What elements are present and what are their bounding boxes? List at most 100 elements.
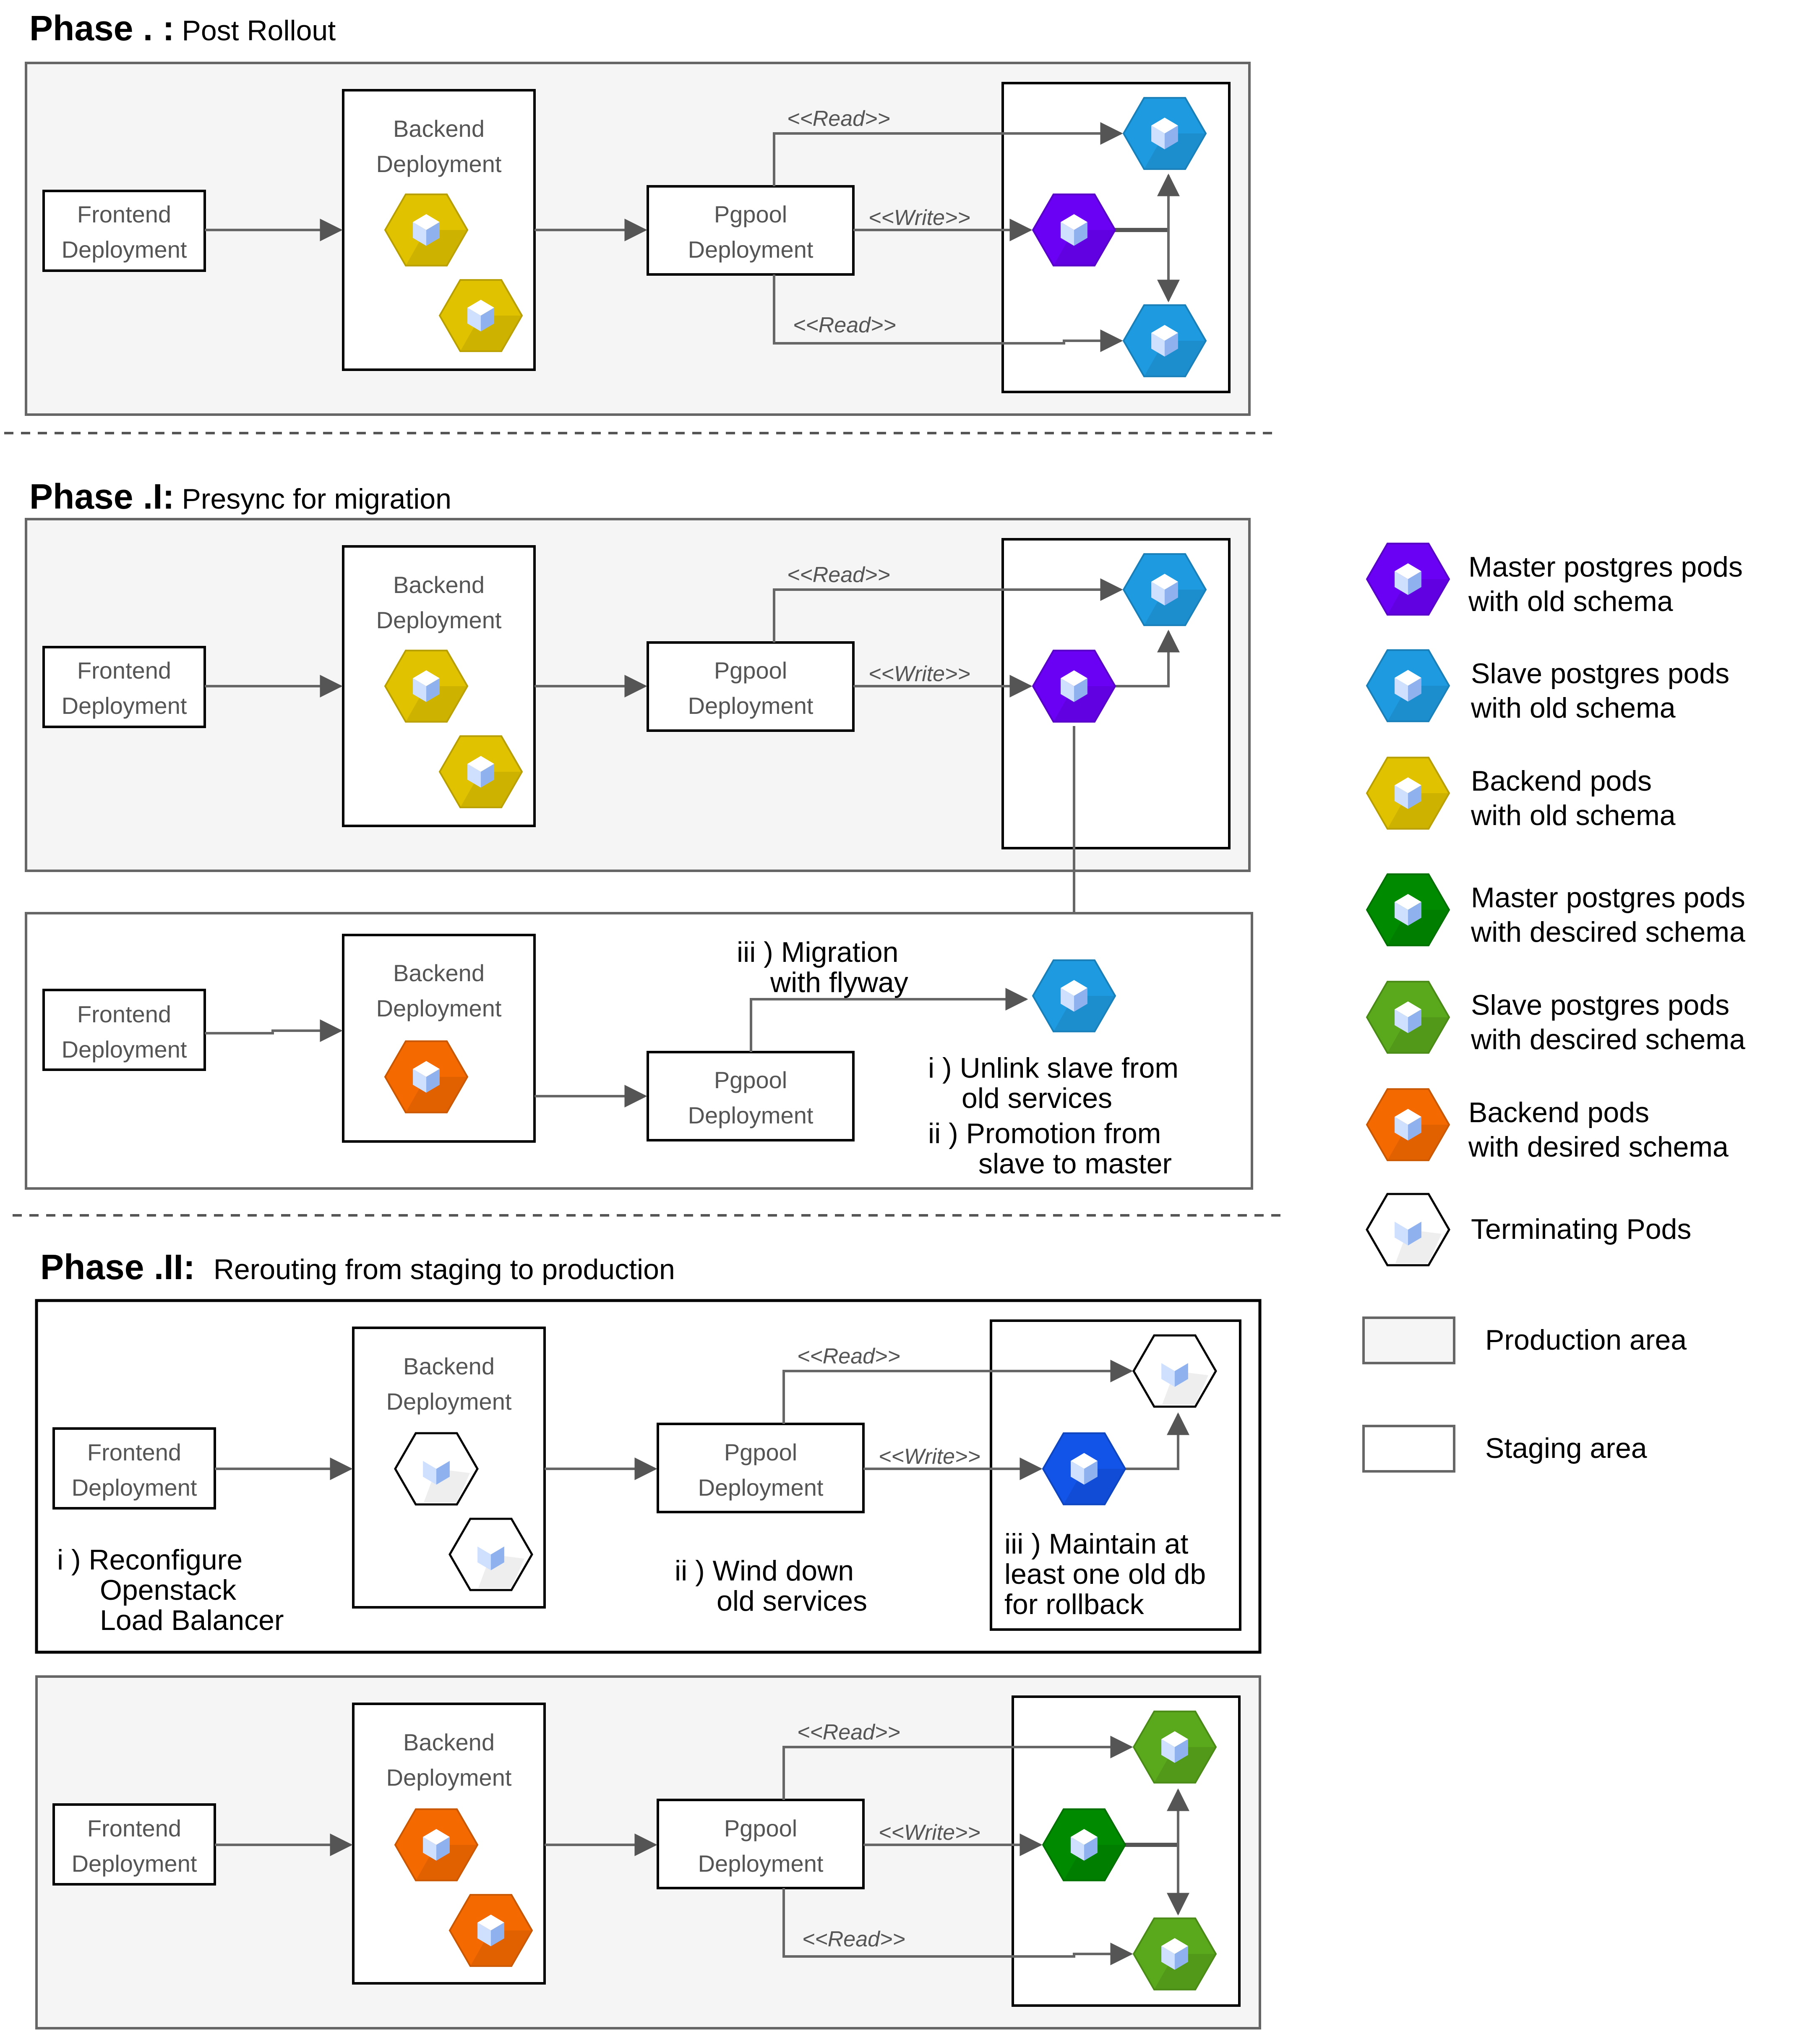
legend-slave-new-icon bbox=[1366, 981, 1450, 1054]
slave-pod-icon bbox=[1032, 959, 1116, 1032]
read-label: <<Read>> bbox=[793, 313, 896, 337]
edge-read bbox=[782, 1888, 1133, 1965]
pgpool-label: Deployment bbox=[688, 236, 814, 263]
backend-pod-icon bbox=[394, 1808, 479, 1881]
backend-pod-icon bbox=[384, 1040, 469, 1113]
backend-label: Backend bbox=[403, 1353, 495, 1379]
master-pod-icon bbox=[1042, 1432, 1126, 1505]
backend-label: Backend bbox=[403, 1729, 495, 1755]
frontend-label: Deployment bbox=[62, 236, 187, 263]
unlink-note: old services bbox=[962, 1082, 1112, 1114]
slave-pod-icon bbox=[1122, 97, 1207, 170]
frontend-label: Frontend bbox=[87, 1815, 181, 1841]
backend-pod-icon bbox=[438, 735, 523, 808]
phase-0-frontend-box bbox=[42, 190, 206, 272]
pgpool-label: Deployment bbox=[698, 1474, 824, 1501]
phase-1-staging-area bbox=[25, 912, 1253, 1190]
legend-staging-swatch bbox=[1362, 1425, 1455, 1473]
migration-note: with flyway bbox=[770, 966, 908, 998]
pgpool-label: Pgpool bbox=[714, 657, 787, 684]
promotion-note: slave to master bbox=[978, 1148, 1172, 1180]
phase-2-prod-frontend-box bbox=[52, 1803, 216, 1886]
promotion-note: ii ) Promotion from bbox=[928, 1118, 1161, 1149]
phase-2-pgpool-box bbox=[657, 1423, 865, 1513]
backend-label: Deployment bbox=[376, 607, 502, 633]
edge-read bbox=[782, 1360, 1133, 1424]
maintain-note: for rollback bbox=[1004, 1588, 1145, 1620]
edge-migration bbox=[750, 988, 1028, 1052]
phase-2: Phase .II:Rerouting from staging to prod… bbox=[35, 1247, 1262, 2029]
legend-label: Slave postgres pods bbox=[1471, 989, 1729, 1021]
legend-label: Staging area bbox=[1485, 1432, 1647, 1464]
pgpool-label: Deployment bbox=[688, 1102, 814, 1128]
edge-read bbox=[773, 274, 1123, 352]
pgpool-label: Deployment bbox=[698, 1850, 824, 1877]
write-label: <<Write>> bbox=[868, 206, 970, 230]
legend-backend-new-icon bbox=[1366, 1088, 1450, 1161]
phase-2-heading: Phase .II:Rerouting from staging to prod… bbox=[40, 1247, 675, 1287]
backend-label: Deployment bbox=[376, 151, 502, 177]
legend: Master postgres pods with old schema Sla… bbox=[1362, 543, 1745, 1473]
pgpool-label: Pgpool bbox=[714, 1067, 787, 1093]
maintain-note: iii ) Maintain at bbox=[1004, 1528, 1188, 1560]
winddown-note: old services bbox=[717, 1585, 867, 1617]
frontend-label: Deployment bbox=[72, 1474, 197, 1501]
legend-label: Slave postgres pods bbox=[1471, 658, 1729, 690]
phase-2-prod-pgpool-box bbox=[657, 1799, 865, 1889]
migration-note: iii ) Migration bbox=[737, 936, 898, 968]
legend-label: Terminating Pods bbox=[1471, 1213, 1691, 1245]
legend-label: with old schema bbox=[1471, 799, 1676, 831]
backend-pod-icon bbox=[438, 279, 523, 352]
edge-read bbox=[773, 578, 1123, 643]
frontend-label: Deployment bbox=[62, 692, 187, 719]
legend-slave-old-icon bbox=[1366, 649, 1450, 722]
phase-1-staging-frontend-box bbox=[42, 989, 206, 1071]
slave-pod-icon bbox=[1132, 1711, 1217, 1784]
backend-pod-icon bbox=[384, 193, 469, 266]
legend-master-new-icon bbox=[1366, 873, 1450, 946]
phase-0: Phase . :Post Rollout Frontend Deploymen… bbox=[25, 8, 1251, 416]
legend-terminating-icon bbox=[1366, 1193, 1450, 1267]
legend-label: Master postgres pods bbox=[1468, 551, 1743, 583]
frontend-label: Frontend bbox=[77, 1001, 171, 1027]
edge bbox=[1124, 1412, 1189, 1470]
edge bbox=[1114, 629, 1180, 687]
phase-1-pgpool-box bbox=[647, 641, 855, 732]
legend-label: with descired schema bbox=[1471, 1024, 1745, 1055]
frontend-label: Frontend bbox=[77, 201, 171, 227]
phase-1-staging-pgpool-box bbox=[647, 1051, 855, 1141]
phase-1-frontend-box bbox=[42, 646, 206, 728]
read-label: <<Read>> bbox=[797, 1720, 900, 1745]
reconfigure-note: Load Balancer bbox=[100, 1604, 284, 1636]
master-pod-icon bbox=[1032, 193, 1116, 266]
legend-label: Master postgres pods bbox=[1471, 882, 1745, 914]
backend-pod-icon bbox=[384, 650, 469, 723]
legend-label: with old schema bbox=[1471, 692, 1676, 724]
backend-label: Backend bbox=[393, 960, 485, 986]
edge-read bbox=[782, 1736, 1133, 1800]
master-pod-icon bbox=[1032, 650, 1116, 723]
backend-label: Backend bbox=[393, 115, 485, 142]
legend-label: Backend pods bbox=[1471, 765, 1652, 797]
frontend-label: Deployment bbox=[62, 1036, 187, 1063]
unlink-note: i ) Unlink slave from bbox=[928, 1052, 1179, 1084]
edge-read bbox=[773, 122, 1123, 186]
terminating-pod-icon bbox=[394, 1432, 479, 1506]
read-label: <<Read>> bbox=[802, 1927, 905, 1951]
maintain-note: least one old db bbox=[1004, 1558, 1206, 1590]
legend-label: Production area bbox=[1485, 1324, 1687, 1356]
write-label: <<Write>> bbox=[868, 662, 970, 686]
legend-production-swatch bbox=[1362, 1316, 1455, 1364]
backend-label: Deployment bbox=[386, 1388, 512, 1415]
slave-pod-icon bbox=[1122, 553, 1207, 626]
legend-label: with desired schema bbox=[1468, 1131, 1729, 1163]
read-label: <<Read>> bbox=[797, 1344, 900, 1369]
read-label: <<Read>> bbox=[787, 563, 890, 587]
pgpool-label: Pgpool bbox=[724, 1815, 797, 1841]
write-label: <<Write>> bbox=[879, 1444, 980, 1469]
terminating-pod-icon bbox=[448, 1517, 533, 1591]
legend-label: with descired schema bbox=[1471, 916, 1745, 948]
backend-label: Backend bbox=[393, 572, 485, 598]
reconfigure-note: Openstack bbox=[100, 1574, 237, 1606]
slave-pod-icon bbox=[1122, 304, 1207, 377]
